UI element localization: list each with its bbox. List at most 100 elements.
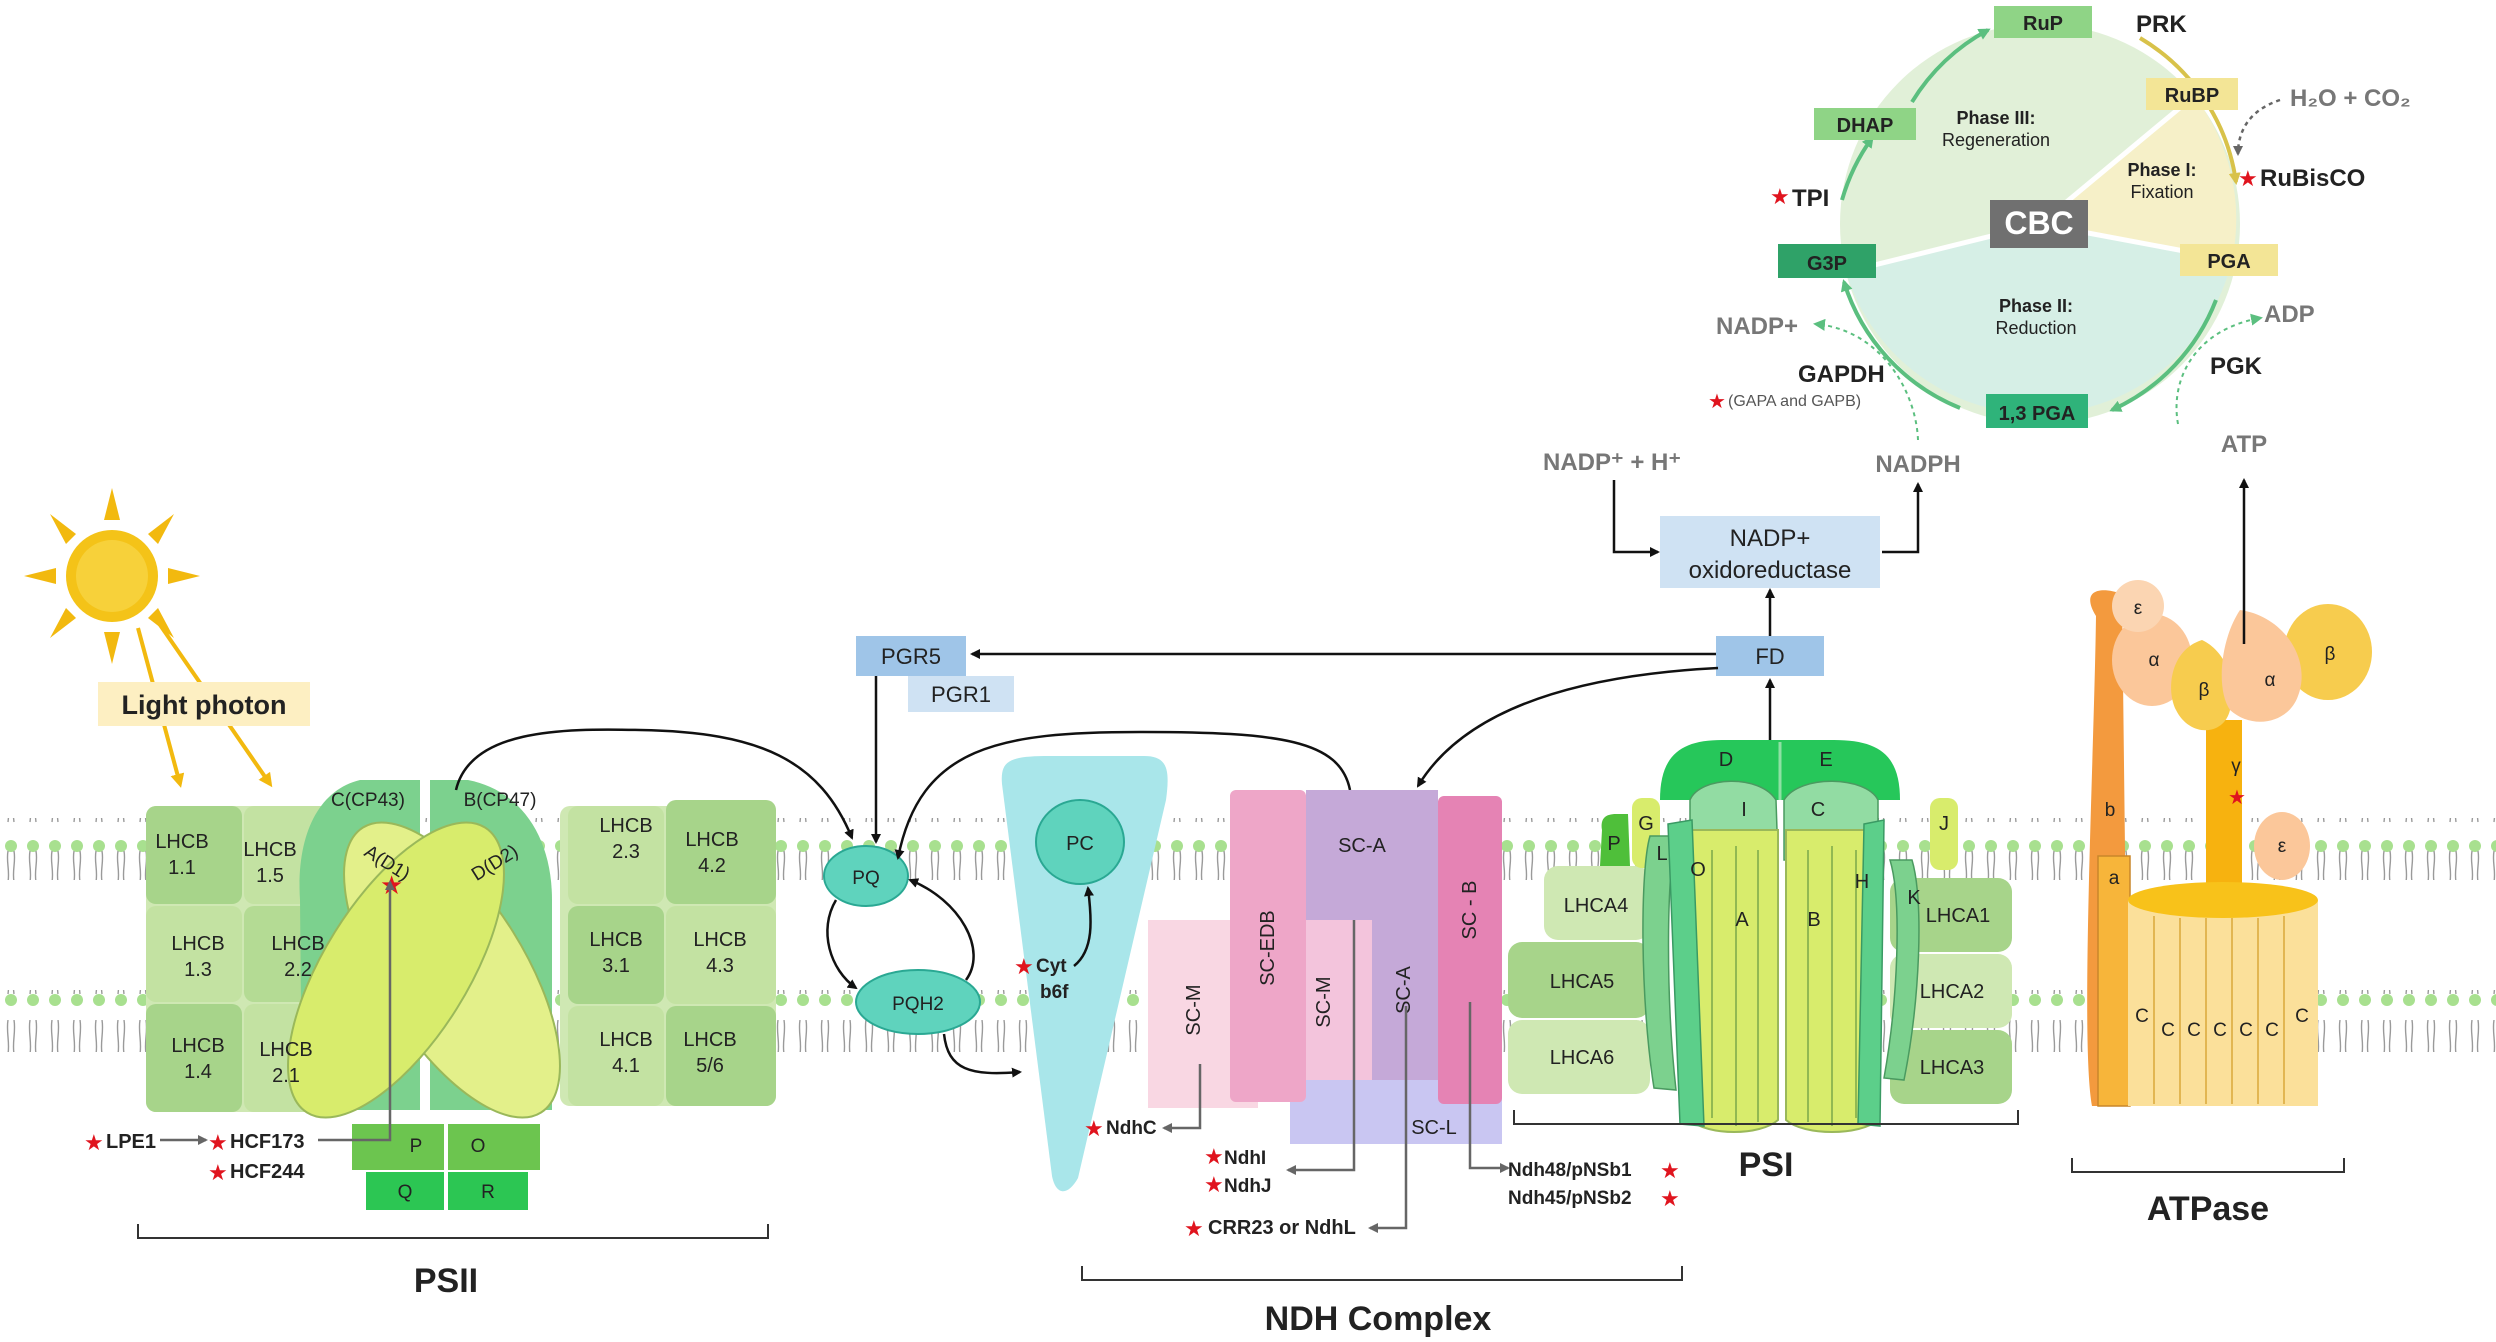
lhcb-1-1 — [146, 806, 242, 904]
alpha2-label: α — [2265, 670, 2276, 691]
atpase-beta1 — [2171, 640, 2233, 731]
atpase-eps-top — [2112, 580, 2164, 632]
adp-label: ADP — [2264, 301, 2315, 328]
psi-o-label: O — [1690, 859, 1706, 881]
light-photon-box — [98, 682, 310, 726]
psii-title: PSII — [414, 1262, 478, 1300]
adp-arrow — [2175, 313, 2263, 425]
atpase-a-label: a — [2109, 868, 2120, 889]
atpase-c6: C — [2265, 1020, 2279, 1041]
lhca4-label: LHCA4 — [1564, 895, 1628, 917]
lhca6 — [1508, 1020, 1650, 1094]
psi-p-label: P — [1607, 833, 1620, 855]
psbo-label: O — [471, 1136, 486, 1157]
lhcb-4-2-label: LHCB — [685, 829, 738, 851]
lhcb-4-2-num: 4.2 — [698, 855, 726, 877]
psi-a-label: A — [1735, 909, 1749, 931]
lhca2-label: LHCA2 — [1920, 981, 1984, 1003]
g3p-label: G3P — [1807, 253, 1847, 275]
fd-label: FD — [1755, 644, 1784, 669]
phase3-line1: Phase III: — [1956, 108, 2035, 128]
lhcb-2-3-label: LHCB — [599, 815, 652, 837]
psbr-label: R — [481, 1182, 495, 1203]
lhca4 — [1544, 866, 1650, 940]
atpase-c1: C — [2135, 1006, 2149, 1027]
psi-title: PSI — [1739, 1146, 1794, 1184]
ndh45-label: Ndh45/pNSb2 — [1508, 1188, 1632, 1209]
psi-i-label: I — [1741, 799, 1747, 821]
rubisco-star-icon: ★ — [2238, 166, 2258, 191]
psii-complex — [146, 780, 776, 1210]
sc-a-top-label: SC-A — [1338, 835, 1386, 857]
gapdh-star-icon: ★ — [1708, 391, 1726, 413]
nadph-out-arrow — [1882, 482, 1923, 554]
sc-a-top — [1306, 790, 1438, 920]
pga13-label: 1,3 PGA — [1999, 403, 2076, 425]
lhcb-4-1-label: LHCB — [599, 1029, 652, 1051]
lhca5 — [1508, 942, 1650, 1018]
ndhc-star-icon: ★ — [1084, 1116, 1104, 1141]
psi-h-subunit — [1857, 819, 1885, 1127]
lhcb-1-3 — [146, 906, 242, 1002]
pqh2-label: PQH2 — [892, 994, 944, 1015]
atpase-c2: C — [2161, 1020, 2175, 1041]
eps2-label: ε — [2278, 836, 2287, 857]
fnr-line2: oxidoreductase — [1689, 557, 1852, 584]
eps-top-label: ε — [2134, 598, 2143, 619]
phase2-line1: Phase II: — [1999, 296, 2073, 316]
atpase-c3: C — [2187, 1020, 2201, 1041]
psii-to-pq-arrow — [454, 728, 854, 840]
fnr-line1: NADP+ — [1730, 525, 1811, 552]
h2o-co2-label: H₂O + CO₂ — [2290, 85, 2411, 112]
hcf244-label: HCF244 — [230, 1161, 305, 1183]
atpase-b-label: b — [2105, 800, 2116, 821]
nadph-label: NADPH — [1875, 451, 1960, 478]
psi-complex — [1508, 740, 2012, 1133]
pga-label: PGA — [2207, 251, 2250, 273]
lpe1-star-icon: ★ — [84, 1130, 104, 1155]
hcf173-label: HCF173 — [230, 1131, 304, 1153]
psi-g-label: G — [1638, 813, 1654, 835]
sc-a-mid-label: SC-A — [1393, 965, 1415, 1013]
psi-b-label: B — [1807, 909, 1820, 931]
lhcb-1-5-label: LHCB — [243, 839, 296, 861]
lhca6-label: LHCA6 — [1550, 1047, 1614, 1069]
psbp-label: P — [410, 1136, 423, 1157]
lhca1 — [1890, 878, 2012, 952]
rubp-box — [2146, 78, 2238, 110]
sc-m-left-label: SC-M — [1183, 984, 1205, 1035]
lhcb-1-4-label: LHCB — [171, 1035, 224, 1057]
cyt-star-icon: ★ — [1014, 954, 1034, 979]
rup-box — [1994, 6, 2092, 38]
cbc-badge — [1990, 200, 2088, 248]
beta1-label: β — [2199, 680, 2210, 701]
nadp-plus-label: NADP+ — [1716, 313, 1798, 340]
sc-l-label: SC-L — [1411, 1117, 1457, 1139]
lhcb-2-3-num: 2.3 — [612, 841, 640, 863]
ndh-brace — [1081, 1266, 1683, 1281]
lhcb-2-3 — [568, 806, 664, 904]
phase3-line2: Regeneration — [1942, 130, 2050, 150]
ndhj-star-icon: ★ — [1204, 1172, 1224, 1197]
prk-label: PRK — [2136, 11, 2187, 38]
lpe1-label: LPE1 — [106, 1131, 156, 1153]
lhcb-1-5-num: 1.5 — [256, 865, 284, 887]
pq-label: PQ — [852, 868, 879, 889]
atpase-c5: C — [2239, 1020, 2253, 1041]
nadph-to-gapdh-arrow — [1813, 318, 1919, 441]
phase2-sector — [1846, 224, 2232, 414]
psbp-subunit — [352, 1124, 444, 1170]
ndh48-label: Ndh48/pNSb1 — [1508, 1160, 1632, 1181]
psi-k-subunit — [1883, 859, 1920, 1081]
atpase-title: ATPase — [2147, 1190, 2269, 1228]
pqh2-to-pq-arrow — [908, 878, 975, 981]
pqh2-to-cyt-arrow — [942, 1033, 1022, 1078]
pc-carrier — [1035, 799, 1125, 885]
atpase-alpha2 — [2221, 610, 2302, 722]
hcf173-star-icon: ★ — [208, 1130, 228, 1155]
psi-l-label: L — [1656, 843, 1667, 865]
phase1-line1: Phase I: — [2127, 160, 2196, 180]
lhcb-4-3-label: LHCB — [693, 929, 746, 951]
sc-edb-label: SC-EDB — [1257, 910, 1279, 986]
psii-brace — [137, 1224, 769, 1239]
